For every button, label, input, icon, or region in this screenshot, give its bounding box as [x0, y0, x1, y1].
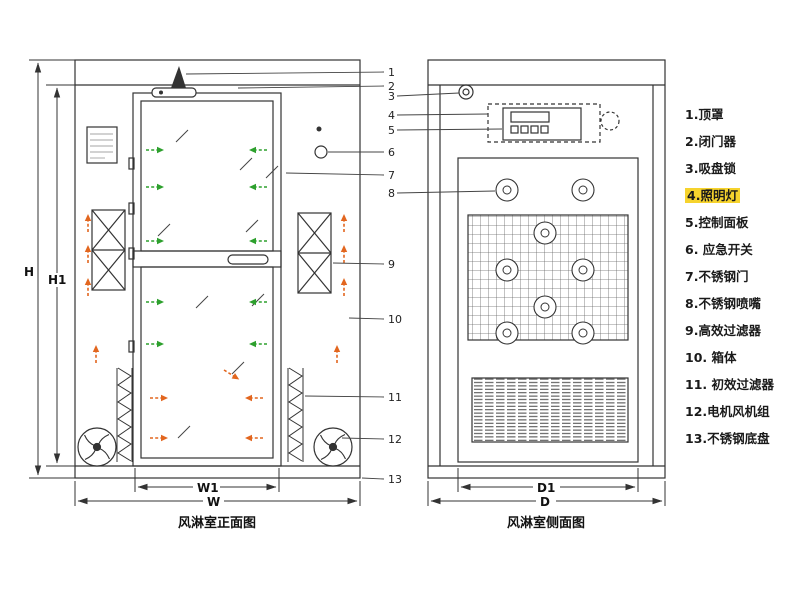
- lighting-fixture: [487, 103, 620, 143]
- legend-item-label-highlighted: 4.照明灯: [685, 188, 740, 203]
- legend-item: 6. 应急开关: [685, 236, 797, 263]
- dim-label-d1: D1: [537, 481, 555, 495]
- legend-item-label: 1.顶罩: [685, 107, 724, 122]
- legend-item-label: 2.闭门器: [685, 134, 736, 149]
- control-panel: [502, 107, 582, 141]
- legend-item: 13.不锈钢底盘: [685, 425, 797, 452]
- legend-item: 11. 初效过滤器: [685, 371, 797, 398]
- legend-item: 2.闭门器: [685, 128, 797, 155]
- callout-number: 5: [388, 124, 395, 137]
- callout-number: 12: [388, 433, 402, 446]
- left-prefilter-zigzag: [116, 367, 133, 462]
- legend-item: 9.高效过滤器: [685, 317, 797, 344]
- legend-item-label: 10. 箱体: [685, 350, 737, 365]
- dim-label-w1: W1: [197, 481, 219, 495]
- legend-item: 8.不锈钢喷嘴: [685, 290, 797, 317]
- right-fan-unit: [297, 212, 332, 294]
- control-display: [510, 111, 550, 123]
- dim-label-h: H: [24, 265, 34, 279]
- dimension-w: W: [74, 481, 361, 509]
- callout-number: 9: [388, 258, 395, 271]
- dim-label-h1: H1: [48, 273, 66, 287]
- legend-item-label: 6. 应急开关: [685, 242, 753, 257]
- inner-panel: [457, 157, 639, 463]
- front-view: [74, 59, 361, 479]
- door-handle: [227, 254, 269, 265]
- control-buttons: [510, 125, 549, 134]
- right-blower-fan: [313, 427, 353, 467]
- legend-item-label: 8.不锈钢喷嘴: [685, 296, 761, 311]
- side-view-caption: 风淋室侧面图: [507, 515, 585, 531]
- callout-number: 11: [388, 391, 402, 404]
- side-view: [427, 59, 666, 479]
- dimension-d: D: [427, 481, 666, 509]
- legend-item-label: 5.控制面板: [685, 215, 749, 230]
- callout-number: 3: [388, 90, 395, 103]
- callout-number: 6: [388, 146, 395, 159]
- stainless-door: [128, 92, 282, 467]
- indicator-dot: [316, 126, 322, 132]
- left-fan-unit: [91, 209, 126, 291]
- dimension-d1: D1: [457, 468, 639, 495]
- label-sticker: [86, 126, 118, 164]
- legend-item-label: 7.不锈钢门: [685, 269, 749, 284]
- legend-item: 12.电机风机组: [685, 398, 797, 425]
- legend-item-label: 9.高效过滤器: [685, 323, 761, 338]
- door-closer: [151, 66, 197, 98]
- dimension-w1: W1: [134, 468, 280, 495]
- front-view-caption: 风淋室正面图: [178, 515, 256, 531]
- callout-number: 7: [388, 169, 395, 182]
- emergency-switch-button: [314, 145, 328, 159]
- dimensions: H H1 W1 W D1: [24, 59, 666, 509]
- glass-hatch-marks: [157, 129, 279, 439]
- left-blower-fan: [77, 427, 117, 467]
- dimension-h1: H1: [45, 84, 75, 467]
- legend-item: 10. 箱体: [685, 344, 797, 371]
- legend-item-label: 11. 初效过滤器: [685, 377, 774, 392]
- side-cabinet-outline: [427, 59, 666, 479]
- door-glass-lower: [140, 266, 274, 459]
- legend-item: 1.顶罩: [685, 101, 797, 128]
- legend-item: 7.不锈钢门: [685, 263, 797, 290]
- callout-number: 4: [388, 109, 395, 122]
- legend-item-label: 13.不锈钢底盘: [685, 431, 770, 446]
- parts-legend: 1.顶罩 2.闭门器 3.吸盘锁 4.照明灯 5.控制面板 6. 应急开关 7.…: [685, 101, 797, 452]
- callout-number: 1: [388, 66, 395, 79]
- legend-item: 5.控制面板: [685, 209, 797, 236]
- door-glass-upper: [140, 100, 274, 252]
- callout-number: 8: [388, 187, 395, 200]
- door-hinges: [128, 157, 135, 353]
- callout-leaders: [185, 71, 503, 480]
- callout-numbers: 1 2 3 4 5 6 7 8 9 10 11 12 13: [388, 66, 402, 486]
- right-prefilter-zigzag: [287, 367, 304, 462]
- legend-item-label: 12.电机风机组: [685, 404, 770, 419]
- callout-number: 10: [388, 313, 402, 326]
- green-airflow-arrows: [145, 146, 268, 349]
- legend-item: 3.吸盘锁: [685, 155, 797, 182]
- prefilter-motor-grille: [471, 377, 629, 443]
- dimension-h: H: [24, 59, 75, 479]
- callout-number: 2: [388, 80, 395, 93]
- legend-item: 4.照明灯: [685, 182, 797, 209]
- dim-label-w: W: [207, 495, 220, 509]
- legend-item-label: 3.吸盘锁: [685, 161, 736, 176]
- suction-lock: [458, 84, 474, 100]
- callout-number: 13: [388, 473, 402, 486]
- dim-label-d: D: [540, 495, 550, 509]
- cabinet-body-outline: [74, 59, 361, 479]
